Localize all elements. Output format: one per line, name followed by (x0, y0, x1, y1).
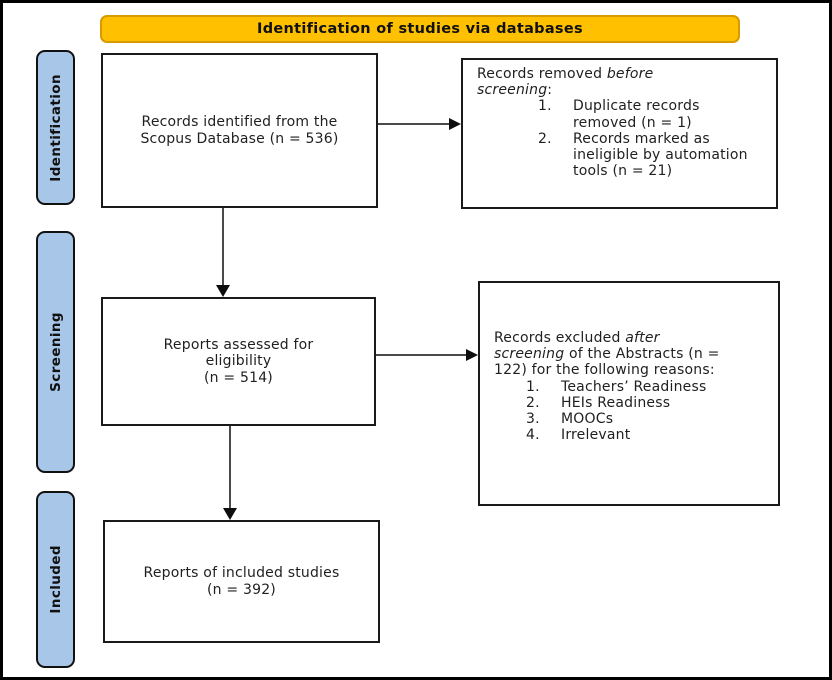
records-excluded-italic1: after (625, 330, 660, 346)
box-records-excluded: Records excluded after screening of the … (478, 281, 780, 506)
records-removed-item: Duplicate records removed (n = 1) (538, 98, 700, 131)
arrow-line (229, 426, 231, 510)
records-removed-tail: : (547, 82, 553, 99)
records-identified-line1: Records identified from the (141, 114, 338, 131)
arrow-head-right-icon (466, 349, 478, 361)
records-removed-italic2: screening (477, 82, 548, 99)
box-records-removed: Records removed before screening: Duplic… (461, 58, 778, 209)
stage-identification: Identification (36, 50, 75, 205)
records-excluded-tail2: 122) for the following reasons: (494, 362, 715, 379)
records-excluded-lead: Records excluded (494, 330, 621, 346)
records-removed-item: Records marked as ineligible by automati… (538, 130, 748, 180)
header-banner: Identification of studies via databases (100, 15, 740, 43)
records-excluded-item: MOOCs (526, 411, 614, 428)
reports-included-line2: (n = 392) (207, 581, 276, 598)
stage-screening: Screening (36, 231, 75, 473)
records-excluded-item: HEIs Readiness (526, 394, 671, 411)
records-excluded-item: Teachers’ Readiness (526, 378, 707, 395)
records-removed-lead: Records removed (477, 66, 603, 82)
records-excluded-title: Records excluded after screening of the … (494, 330, 766, 379)
header-title: Identification of studies via databases (257, 21, 583, 37)
arrow-line (222, 208, 224, 287)
records-identified-line2: Scopus Database (n = 536) (140, 130, 339, 147)
box-records-identified: Records identified from the Scopus Datab… (101, 53, 378, 208)
records-excluded-tail1: of the Abstracts (n = (568, 346, 720, 363)
arrow-line (378, 123, 452, 125)
box-reports-included: Reports of included studies (n = 392) (103, 520, 380, 643)
records-excluded-list: Teachers’ Readiness HEIs Readiness MOOCs… (526, 379, 766, 444)
arrow-head-down-icon (216, 285, 230, 297)
stage-screening-label: Screening (47, 312, 64, 392)
records-removed-list: Duplicate records removed (n = 1) Record… (538, 98, 764, 179)
records-excluded-item: Irrelevant (526, 427, 631, 444)
records-excluded-italic2: screening (494, 346, 565, 363)
records-removed-title: Records removed before screening: (477, 66, 764, 98)
arrow-line (376, 354, 468, 356)
reports-assessed-line1: Reports assessed for (163, 337, 314, 354)
stage-included: Included (36, 491, 75, 668)
reports-assessed-line2: eligibility (205, 353, 272, 370)
stage-identification-label: Identification (47, 73, 64, 182)
stage-included-label: Included (47, 545, 64, 614)
records-removed-italic1: before (606, 66, 654, 82)
arrow-head-right-icon (449, 118, 461, 130)
reports-included-line1: Reports of included studies (143, 565, 340, 582)
reports-assessed-line3: (n = 514) (204, 369, 273, 386)
box-reports-assessed: Reports assessed for eligibility (n = 51… (101, 297, 376, 426)
arrow-head-down-icon (223, 508, 237, 520)
